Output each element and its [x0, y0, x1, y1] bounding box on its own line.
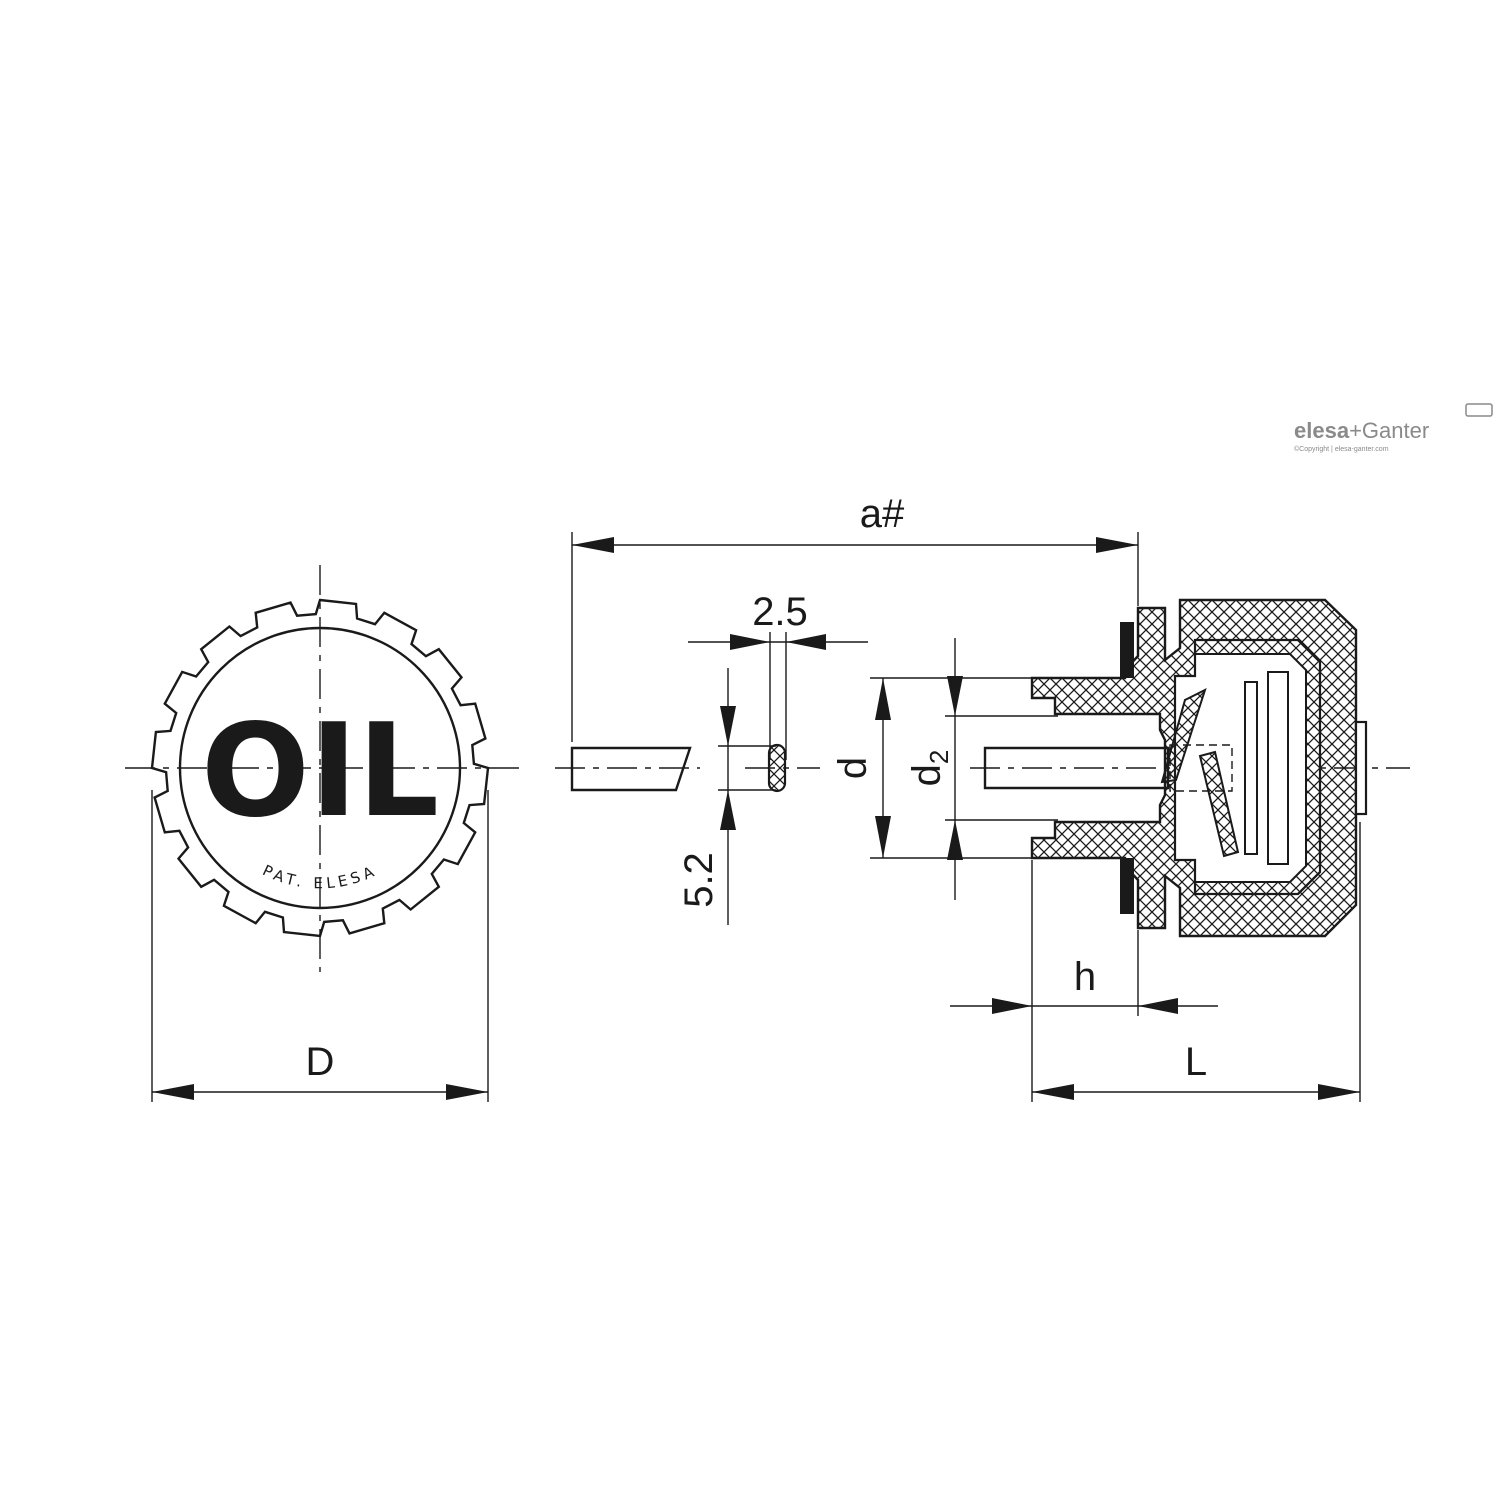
dim-2.5-label: 2.5 — [752, 590, 808, 634]
dipstick-shaft — [983, 746, 1170, 790]
dim-5.2-arrow-bottom — [720, 790, 736, 830]
dim-d2-label: d2 — [905, 750, 954, 787]
dim-h-arrow-right — [1138, 998, 1178, 1014]
dim-D-label: D — [306, 1040, 335, 1084]
dim-a-label: a# — [860, 492, 905, 536]
brand-copyright: ©Copyright | elesa-ganter.com — [1294, 445, 1389, 453]
dim-L-arrow-left — [1032, 1084, 1074, 1100]
brand-mark-icon — [1465, 403, 1493, 417]
cap-inner-circle — [178, 626, 462, 910]
dim-h-label: h — [1074, 955, 1096, 999]
dim-5.2-label: 5.2 — [677, 852, 721, 908]
gasket-bottom — [1120, 858, 1134, 914]
side-section-view: a# d d2 h L — [571, 492, 1410, 1102]
dim-d2-arrow-bottom — [947, 820, 963, 860]
cap-oil-text: OIL — [201, 697, 439, 846]
inner-wall-2 — [1267, 671, 1289, 865]
dipstick-cross-section — [767, 743, 787, 793]
brand-logo: elesa+Ganter ©Copyright | elesa-ganter.c… — [1294, 403, 1493, 453]
dim-L-label: L — [1185, 1040, 1207, 1084]
dim-5.2-arrow-top — [720, 706, 736, 746]
dim-d-arrow-bottom — [875, 816, 891, 858]
dim-d2-arrow-top — [947, 676, 963, 716]
hidden-detail-box — [1169, 744, 1233, 792]
plug-inner-rim — [1194, 639, 1321, 895]
dipstick-section: 2.5 5.2 — [555, 590, 868, 925]
dim-D-arrow-left — [152, 1084, 194, 1100]
knurled-cap-outline — [150, 598, 490, 938]
dim-d-arrow-top — [875, 678, 891, 720]
dim-L-arrow-right — [1318, 1084, 1360, 1100]
dim-h-arrow-left — [992, 998, 1032, 1014]
gasket-top — [1120, 622, 1134, 678]
valve-flap-lower — [1198, 750, 1240, 858]
dim-a-arrow-left — [572, 537, 614, 553]
brand-name: elesa+Ganter — [1294, 418, 1429, 443]
dim-a-arrow-right — [1096, 537, 1138, 553]
front-view: OIL PAT. ELESA D — [125, 565, 520, 1102]
dipstick-rod-end — [570, 746, 692, 792]
inner-wall-1 — [1244, 681, 1258, 855]
dim-D-arrow-right — [446, 1084, 488, 1100]
dim-2.5-arrow-left — [730, 634, 770, 650]
valve-flap-upper — [1160, 688, 1207, 784]
cap-boss — [1354, 720, 1368, 816]
dim-d-label: d — [831, 757, 875, 779]
dim-2.5-arrow-right — [786, 634, 826, 650]
